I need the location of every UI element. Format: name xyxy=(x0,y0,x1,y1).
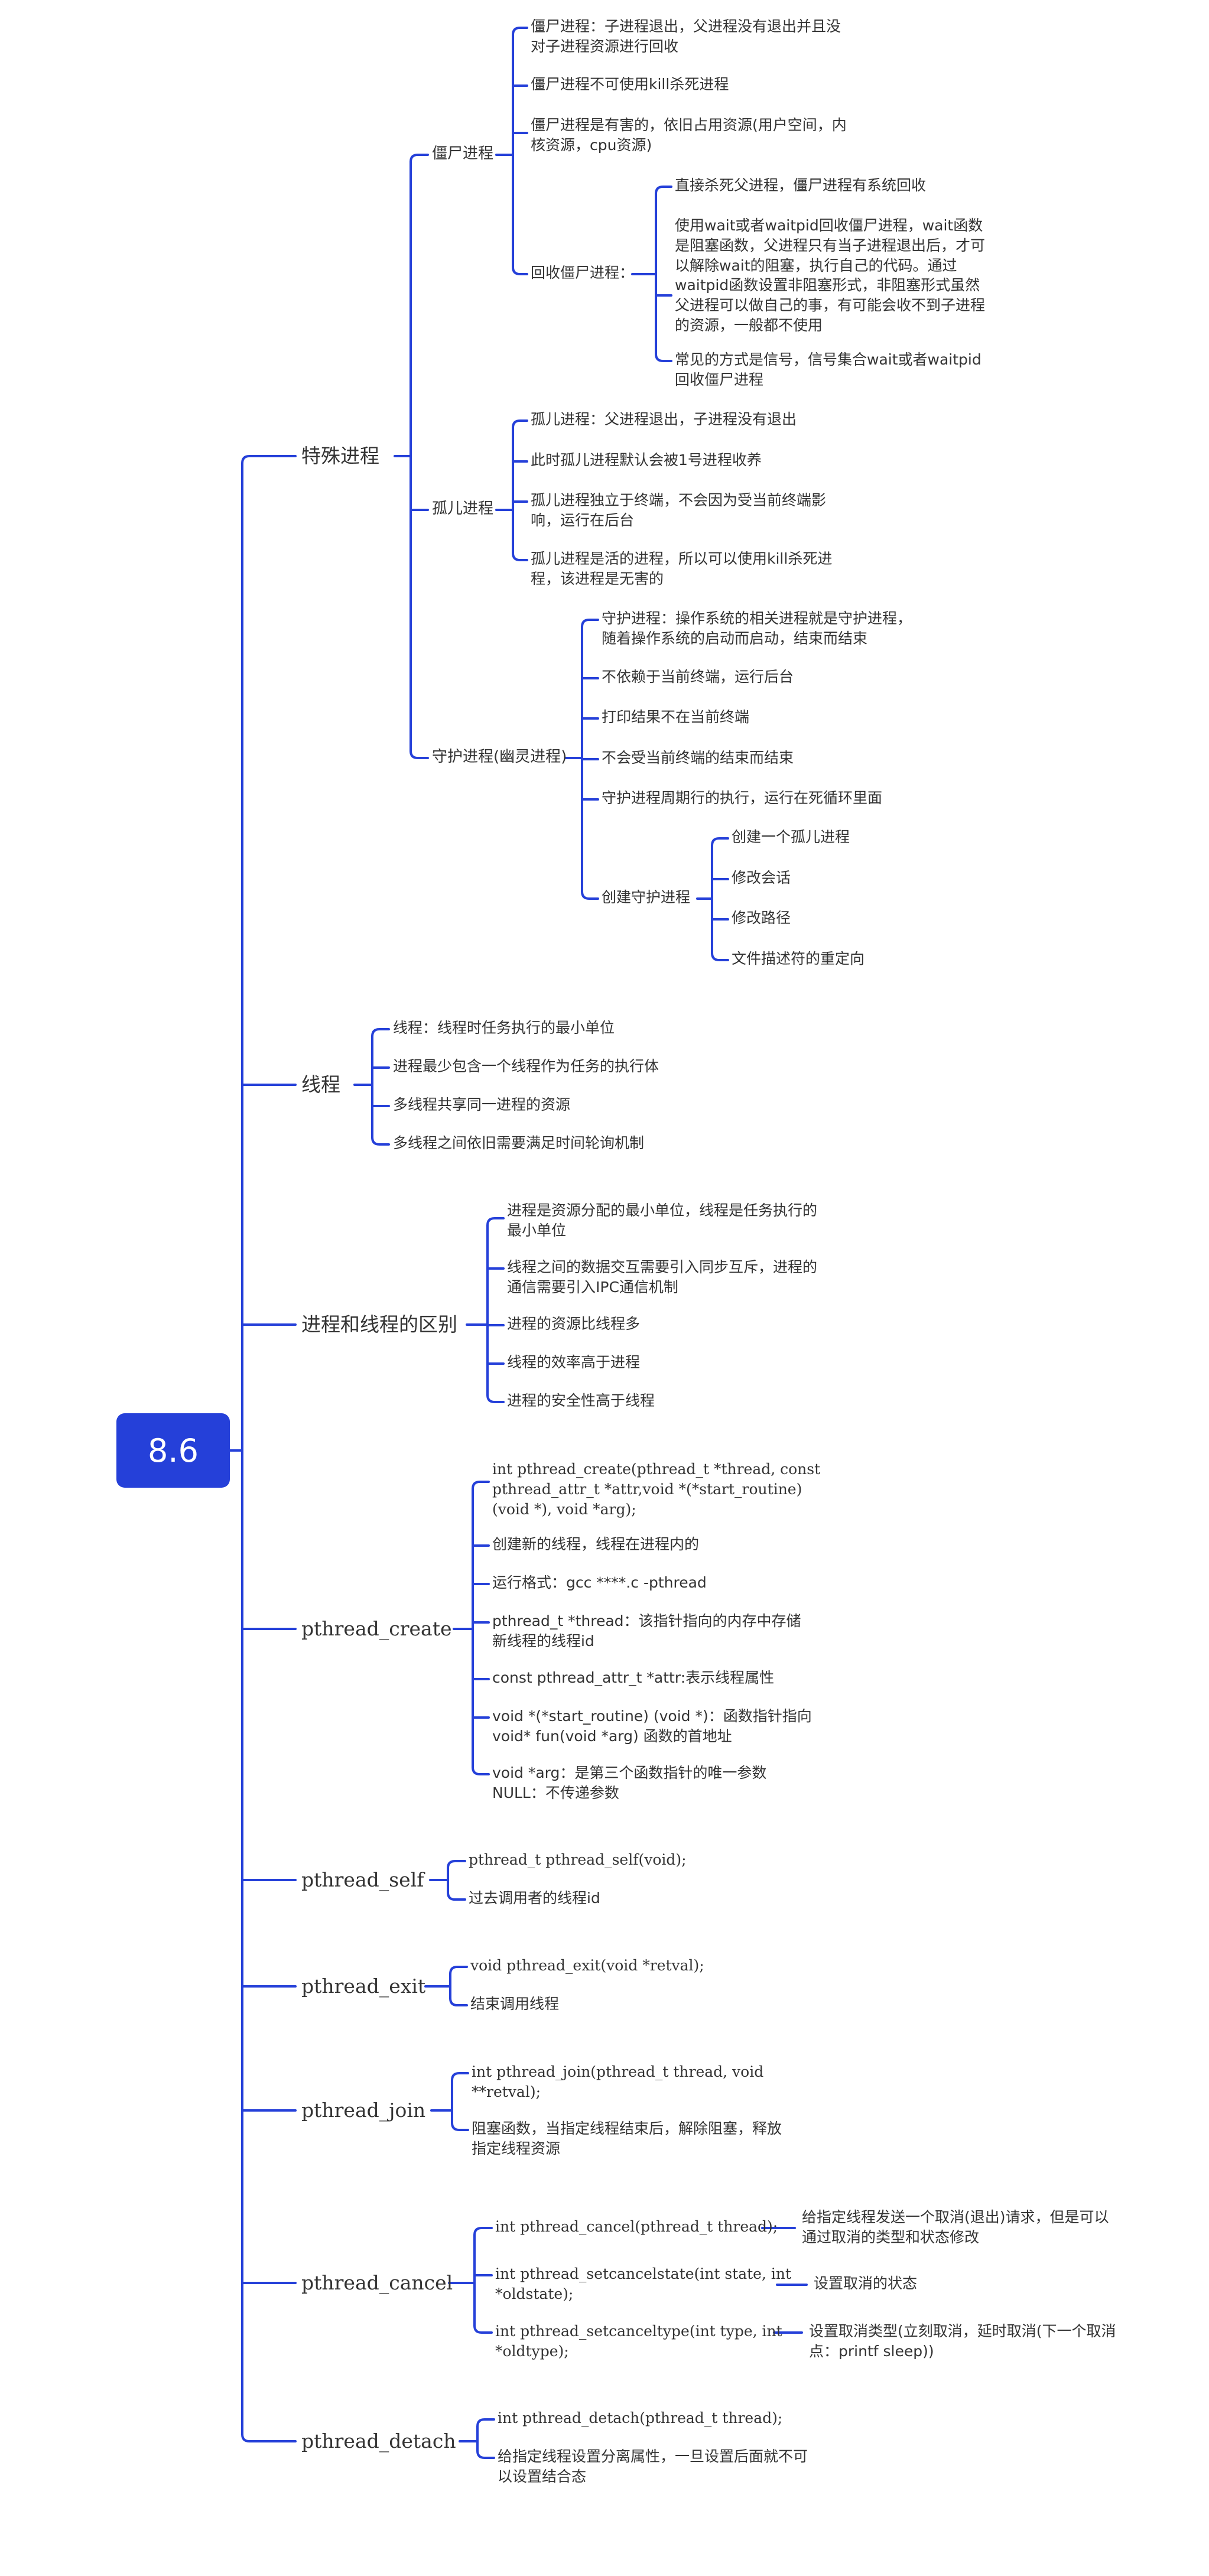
create-daemon-step: 修改会话 xyxy=(732,869,791,886)
exit-item: 结束调用线程 xyxy=(470,1995,560,2012)
create-connector xyxy=(472,1481,490,1490)
thread-item: 进程最少包含一个线程作为任务的执行体 xyxy=(393,1058,659,1075)
branch-pthread-create[interactable]: pthread_create xyxy=(301,1617,452,1640)
daemon-item: 不会受当前终端的结束而结束 xyxy=(602,749,794,766)
cancel-item: int pthread_setcanceltype(int type, int*… xyxy=(495,2323,782,2360)
reclaim-zombie-node[interactable]: 回收僵尸进程： xyxy=(531,264,635,281)
cancel-note: 给指定线程发送一个取消(退出)请求，但是可以通过取消的类型和状态修改 xyxy=(802,2209,1109,2246)
branch-pthread-exit[interactable]: pthread_exit xyxy=(301,1975,426,1998)
special-connector xyxy=(410,750,429,759)
self-item: pthread_t pthread_self(void); xyxy=(469,1851,687,1868)
self-item: 过去调用者的线程id xyxy=(469,1889,600,1907)
branch-pthread-join[interactable]: pthread_join xyxy=(301,2099,426,2122)
diff-item: 线程之间的数据交互需要引入同步互斥，进程的通信需要引入IPC通信机制 xyxy=(507,1258,818,1296)
diff-item: 进程是资源分配的最小单位，线程是任务执行的最小单位 xyxy=(507,1202,818,1239)
exit-connector xyxy=(449,1997,468,2006)
zombie-connector xyxy=(512,27,528,36)
thread-item: 线程：线程时任务执行的最小单位 xyxy=(393,1019,615,1036)
cancel-connector xyxy=(473,2227,493,2236)
join-item: 阻塞函数，当指定线程结束后，解除阻塞，释放指定线程资源 xyxy=(472,2120,782,2157)
diff-connector xyxy=(486,1394,505,1403)
create-item: const pthread_attr_t *attr:表示线程属性 xyxy=(492,1669,775,1686)
orphan-item: 孤儿进程独立于终端，不会因为受当前终端影响，运行在后台 xyxy=(531,492,827,529)
thread-connector xyxy=(371,1028,390,1037)
orphan-item: 此时孤儿进程默认会被1号进程收养 xyxy=(531,451,762,469)
cancel-note: 设置取消类型(立刻取消，延时取消(下一个取消点：printf sleep)) xyxy=(809,2323,1116,2360)
branch-process-thread-diff[interactable]: 进程和线程的区别 xyxy=(301,1313,457,1336)
detach-item: 给指定线程设置分离属性，一旦设置后面就不可以设置结合态 xyxy=(498,2448,808,2485)
detach-connector xyxy=(476,2418,495,2428)
zombie-item: 僵尸进程是有害的，依旧占用资源(用户空间，内核资源，cpu资源) xyxy=(531,116,847,154)
daemon-item: 打印结果不在当前终端 xyxy=(602,708,750,726)
daemon-item: 守护进程周期行的执行，运行在死循环里面 xyxy=(602,789,883,806)
create-daemon-step: 创建一个孤儿进程 xyxy=(732,828,850,845)
create-daemon-connector xyxy=(711,837,729,847)
reclaim-item: 使用wait或者waitpid回收僵尸进程，wait函数是阻塞函数，父进程只有当… xyxy=(675,217,986,334)
zombie-connector xyxy=(512,266,528,275)
branch-pthread-cancel[interactable]: pthread_cancel xyxy=(301,2271,453,2294)
create-item: 运行格式：gcc ****.c -pthread xyxy=(492,1574,707,1591)
join-connector xyxy=(451,2122,469,2131)
branch-pthread-self[interactable]: pthread_self xyxy=(301,1868,424,1891)
self-connector xyxy=(447,1891,466,1901)
create-item: pthread_t *thread：该指针指向的内存中存储新线程的线程id xyxy=(492,1612,801,1650)
cancel-item: int pthread_cancel(pthread_t thread); xyxy=(495,2218,778,2235)
daemon-item: 不依赖于当前终端，运行后台 xyxy=(602,668,794,685)
orphan-connector xyxy=(512,419,528,429)
special-connector xyxy=(410,154,429,163)
create-daemon-connector xyxy=(711,952,729,961)
diff-item: 线程的效率高于进程 xyxy=(507,1354,641,1371)
create-item: int pthread_create(pthread_t *thread, co… xyxy=(492,1461,821,1518)
create-daemon-step: 修改路径 xyxy=(732,909,791,926)
zombie-item: 僵尸进程不可使用kill杀死进程 xyxy=(531,76,729,93)
branch-thread[interactable]: 线程 xyxy=(301,1073,340,1096)
zombie-process-node[interactable]: 僵尸进程 xyxy=(432,145,494,162)
exit-item: void pthread_exit(void *retval); xyxy=(470,1957,704,1974)
root-connector xyxy=(241,2433,297,2442)
daemon-connector xyxy=(581,619,599,628)
thread-connector xyxy=(371,1136,390,1146)
zombie-item: 僵尸进程：子进程退出，父进程没有退出并且没对子进程资源进行回收 xyxy=(531,18,841,55)
orphan-item: 孤儿进程是活的进程，所以可以使用kill杀死进程，该进程是无害的 xyxy=(531,550,833,587)
create-item: 创建新的线程，线程在进程内的 xyxy=(492,1536,700,1553)
create-daemon-step: 文件描述符的重定向 xyxy=(732,950,865,967)
join-item: int pthread_join(pthread_t thread, void*… xyxy=(472,2063,764,2100)
orphan-process-node[interactable]: 孤儿进程 xyxy=(432,500,494,518)
daemon-item: 守护进程：操作系统的相关进程就是守护进程，随着操作系统的启动而启动，结束而结束 xyxy=(602,610,912,647)
root-connector xyxy=(241,455,297,464)
join-connector xyxy=(451,2072,469,2081)
orphan-connector xyxy=(512,552,528,561)
orphan-item: 孤儿进程：父进程退出，子进程没有退出 xyxy=(531,411,797,428)
root-node[interactable]: 8.6 xyxy=(116,1413,230,1488)
cancel-item: int pthread_setcancelstate(int state, in… xyxy=(495,2265,791,2302)
create-connector xyxy=(472,1766,490,1775)
exit-connector xyxy=(449,1966,468,1975)
diff-connector xyxy=(486,1217,505,1227)
thread-item: 多线程共享同一进程的资源 xyxy=(393,1096,571,1113)
reclaim-connector xyxy=(655,186,672,195)
branch-special-process[interactable]: 特殊进程 xyxy=(301,444,379,467)
self-connector xyxy=(447,1860,466,1869)
branch-pthread-detach[interactable]: pthread_detach xyxy=(301,2429,456,2453)
reclaim-item: 直接杀死父进程，僵尸进程有系统回收 xyxy=(675,177,927,194)
diff-item: 进程的安全性高于线程 xyxy=(507,1392,655,1409)
thread-item: 多线程之间依旧需要满足时间轮询机制 xyxy=(393,1134,645,1152)
cancel-note: 设置取消的状态 xyxy=(814,2275,918,2292)
diff-item: 进程的资源比线程多 xyxy=(507,1315,641,1332)
cancel-connector xyxy=(473,2324,493,2334)
daemon-connector xyxy=(581,890,599,900)
detach-item: int pthread_detach(pthread_t thread); xyxy=(498,2409,783,2427)
create-daemon-node[interactable]: 创建守护进程 xyxy=(602,889,691,906)
detach-connector xyxy=(476,2450,495,2459)
daemon-process-node[interactable]: 守护进程(幽灵进程) xyxy=(432,748,567,766)
reclaim-connector xyxy=(655,353,672,362)
